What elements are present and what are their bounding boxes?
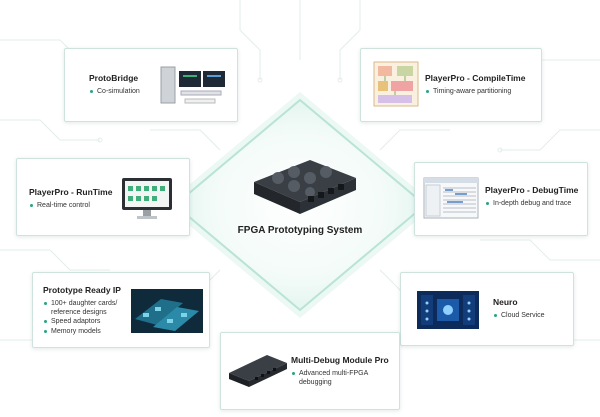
compiletime-bullet: Timing-aware partitioning bbox=[425, 87, 511, 96]
debug-module-image bbox=[229, 355, 287, 387]
debugtime-bullet: In-depth debug and trace bbox=[485, 199, 581, 208]
neuro-title: Neuro bbox=[493, 297, 518, 307]
card-multidebug: Multi-Debug Module Pro Advanced multi-FP… bbox=[220, 332, 400, 410]
debugtime-title: PlayerPro - DebugTime bbox=[485, 185, 579, 195]
daughter-cards-image bbox=[131, 289, 203, 333]
multidebug-title: Multi-Debug Module Pro bbox=[291, 355, 389, 365]
card-neuro: Neuro Cloud Service bbox=[400, 272, 574, 346]
data-center-image bbox=[417, 291, 479, 329]
readyip-bullet: Speed adaptors bbox=[43, 317, 129, 326]
monitor-image bbox=[122, 178, 172, 219]
card-debugtime: PlayerPro - DebugTime In-depth debug and… bbox=[414, 162, 588, 236]
center-title: FPGA Prototyping System bbox=[237, 225, 363, 236]
card-readyip: Prototype Ready IP 100+ daughter cards/ … bbox=[32, 272, 210, 348]
multidebug-bullet: Advanced multi-FPGA debugging bbox=[291, 369, 391, 387]
card-runtime: PlayerPro - RunTime Real-time control bbox=[16, 158, 190, 236]
protobridge-title: ProtoBridge bbox=[89, 73, 139, 83]
neuro-bullet: Cloud Service bbox=[493, 311, 545, 320]
compiletime-title: PlayerPro - CompileTime bbox=[425, 73, 526, 83]
runtime-title: PlayerPro - RunTime bbox=[29, 187, 113, 197]
runtime-bullet: Real-time control bbox=[29, 201, 90, 210]
debug-window-image bbox=[423, 177, 479, 219]
fpga-chassis-image bbox=[254, 160, 356, 214]
card-compiletime: PlayerPro - CompileTime Timing-aware par… bbox=[360, 48, 542, 122]
readyip-bullet: 100+ daughter cards/ reference designs bbox=[43, 299, 129, 317]
card-protobridge: ProtoBridge Co-simulation bbox=[64, 48, 238, 122]
partition-diagram-image bbox=[373, 61, 419, 107]
protobridge-bullet: Co-simulation bbox=[89, 87, 140, 96]
readyip-bullet: Memory models bbox=[43, 327, 129, 336]
readyip-title: Prototype Ready IP bbox=[43, 285, 121, 295]
workstation-image bbox=[160, 66, 225, 104]
